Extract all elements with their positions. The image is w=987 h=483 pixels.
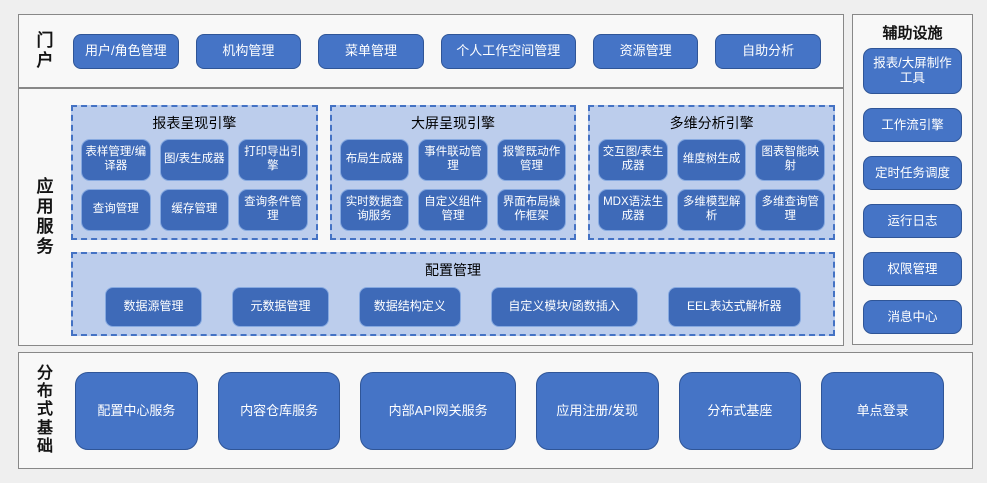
- engine-button: 多维模型解析: [676, 189, 747, 231]
- aux-button: 运行日志: [863, 204, 962, 238]
- portal-button: 个人工作空间管理: [440, 33, 576, 69]
- foundation-button: 内部API网关服务: [360, 371, 516, 450]
- engine-button: 实时数据查询服务: [339, 189, 410, 231]
- panel-config-management: 配置管理 数据源管理 元数据管理 数据结构定义 自定义模块/函数插入 EEL表达…: [71, 252, 835, 336]
- portal-button-row: 用户/角色管理 机构管理 菜单管理 个人工作空间管理 资源管理 自助分析: [71, 15, 843, 87]
- panel-title: 配置管理: [425, 262, 481, 278]
- aux-button: 报表/大屏制作工具: [863, 48, 962, 94]
- config-button: 元数据管理: [232, 286, 329, 327]
- engine-panels-row: 报表呈现引擎 表样管理/编译器 图/表生成器 打印导出引擎 查询管理 缓存管理 …: [71, 105, 836, 240]
- portal-section-label: 门户: [36, 30, 54, 70]
- section-auxiliary-facilities: 辅助设施 报表/大屏制作工具 工作流引擎 定时任务调度 运行日志 权限管理 消息…: [852, 14, 973, 345]
- foundation-section-label: 分布式基础: [36, 364, 53, 456]
- portal-button: 资源管理: [592, 33, 699, 69]
- portal-button: 机构管理: [195, 33, 302, 69]
- portal-button: 菜单管理: [318, 33, 424, 69]
- aux-button-column: 报表/大屏制作工具 工作流引擎 定时任务调度 运行日志 权限管理 消息中心: [853, 48, 972, 346]
- engine-button: 打印导出引擎: [238, 139, 308, 181]
- panel-olap-engine: 多维分析引擎 交互图/表生成器 维度树生成 图表智能映射 MDX语法生成器 多维…: [588, 105, 836, 240]
- config-button: 数据源管理: [105, 286, 202, 327]
- engine-button: 查询管理: [81, 189, 151, 231]
- section-distributed-foundation: 分布式基础 配置中心服务 内容仓库服务 内部API网关服务 应用注册/发现 分布…: [18, 352, 973, 469]
- engine-button: 缓存管理: [159, 189, 230, 231]
- engine-button: 图/表生成器: [159, 139, 230, 181]
- engine-button: 查询条件管理: [238, 189, 308, 231]
- foundation-button: 分布式基座: [678, 371, 802, 450]
- panel-title: 报表呈现引擎: [152, 115, 237, 131]
- engine-button: 报警既动作管理: [496, 139, 567, 181]
- engine-button: MDX语法生成器: [598, 189, 668, 231]
- panel-title: 多维分析引擎: [669, 115, 754, 131]
- services-content: 报表呈现引擎 表样管理/编译器 图/表生成器 打印导出引擎 查询管理 缓存管理 …: [71, 89, 843, 345]
- aux-button: 定时任务调度: [863, 156, 962, 190]
- config-button: 数据结构定义: [359, 286, 461, 327]
- engine-grid: 交互图/表生成器 维度树生成 图表智能映射 MDX语法生成器 多维模型解析 多维…: [598, 139, 825, 231]
- aux-button: 消息中心: [863, 300, 962, 334]
- engine-button: 多维查询管理: [755, 189, 825, 231]
- aux-button: 权限管理: [863, 252, 962, 286]
- config-button: EEL表达式解析器: [667, 286, 801, 327]
- foundation-button: 配置中心服务: [75, 371, 198, 450]
- foundation-button: 内容仓库服务: [217, 371, 341, 450]
- foundation-button: 应用注册/发现: [535, 371, 659, 450]
- panel-report-engine: 报表呈现引擎 表样管理/编译器 图/表生成器 打印导出引擎 查询管理 缓存管理 …: [71, 105, 318, 240]
- engine-grid: 布局生成器 事件联动管理 报警既动作管理 实时数据查询服务 自定义组件管理 界面…: [339, 139, 567, 231]
- engine-button: 维度树生成: [676, 139, 747, 181]
- config-button: 自定义模块/函数插入: [490, 286, 638, 327]
- config-button-row: 数据源管理 元数据管理 数据结构定义 自定义模块/函数插入 EEL表达式解析器: [105, 286, 801, 327]
- engine-button: 表样管理/编译器: [81, 139, 151, 181]
- portal-button: 用户/角色管理: [73, 33, 179, 69]
- panel-bigscreen-engine: 大屏呈现引擎 布局生成器 事件联动管理 报警既动作管理 实时数据查询服务 自定义…: [329, 105, 577, 240]
- aux-section-title: 辅助设施: [882, 25, 943, 42]
- services-section-label: 应用服务: [36, 176, 54, 257]
- foundation-button-row: 配置中心服务 内容仓库服务 内部API网关服务 应用注册/发现 分布式基座 单点…: [71, 353, 972, 468]
- engine-grid: 表样管理/编译器 图/表生成器 打印导出引擎 查询管理 缓存管理 查询条件管理: [81, 139, 308, 231]
- engine-button: 自定义组件管理: [418, 189, 488, 231]
- aux-button: 工作流引擎: [863, 108, 962, 142]
- foundation-button: 单点登录: [821, 371, 945, 450]
- engine-button: 布局生成器: [339, 139, 410, 181]
- panel-title: 大屏呈现引擎: [411, 115, 495, 131]
- section-application-services: 应用服务 报表呈现引擎 表样管理/编译器 图/表生成器 打印导出引擎 查询管理 …: [18, 88, 844, 346]
- engine-button: 界面布局操作框架: [496, 189, 567, 231]
- section-portal: 门户 用户/角色管理 机构管理 菜单管理 个人工作空间管理 资源管理 自助分析: [18, 14, 844, 88]
- engine-button: 图表智能映射: [755, 139, 825, 181]
- engine-button: 交互图/表生成器: [598, 139, 668, 181]
- portal-button: 自助分析: [715, 33, 821, 69]
- engine-button: 事件联动管理: [418, 139, 488, 181]
